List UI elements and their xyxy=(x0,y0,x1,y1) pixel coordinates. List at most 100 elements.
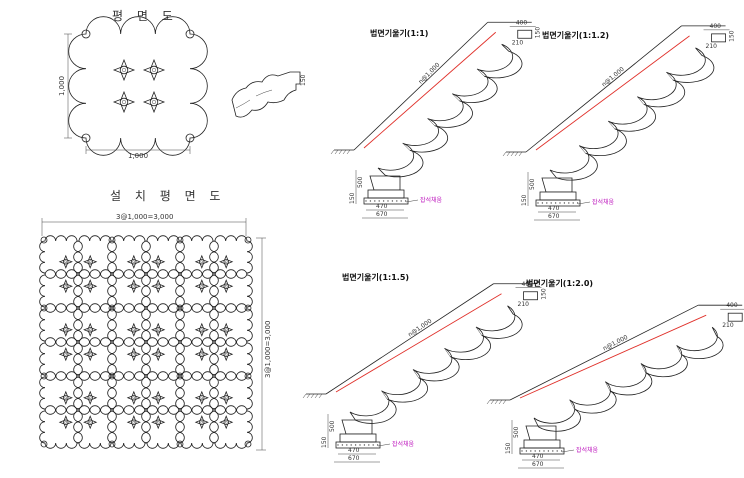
install-plan: 설 치 평 면 도 3@1,000=3,000 3@1,000=3,000 xyxy=(39,189,272,451)
anchor-core xyxy=(200,328,204,332)
top-height-label: 150 xyxy=(541,288,548,300)
block-joint xyxy=(666,72,674,81)
top-width-label: 400 xyxy=(516,19,528,26)
rubble-dot xyxy=(350,444,352,446)
install-dim-horizontal: 3@1,000=3,000 xyxy=(116,213,173,221)
ground-hatch xyxy=(306,393,311,399)
plan-dim-vertical: 1,000 xyxy=(58,76,66,96)
install-block xyxy=(175,303,253,381)
anchor-core xyxy=(200,284,204,288)
block-joint xyxy=(412,369,419,378)
anchor-core xyxy=(88,420,92,424)
anchor-mark xyxy=(126,322,141,337)
anchor-hole xyxy=(87,419,93,425)
rubble-dot xyxy=(541,202,544,204)
rubble-dot xyxy=(521,450,523,452)
anchor-mark xyxy=(112,90,136,114)
anchor-mark xyxy=(151,279,166,294)
rubble-dot xyxy=(546,202,548,204)
anchor-core xyxy=(88,260,92,264)
install-block xyxy=(107,235,185,313)
joint-clip xyxy=(40,304,48,312)
rubble-dot xyxy=(365,200,367,202)
base-w1-label: 470 xyxy=(376,203,388,210)
anchor-hole xyxy=(223,259,229,265)
plan-block-outline xyxy=(68,16,208,156)
design-line xyxy=(363,31,497,149)
rubble-dot xyxy=(537,202,539,204)
rubble-dot xyxy=(400,200,402,202)
anchor-hole xyxy=(87,259,93,265)
ground-hatch xyxy=(510,151,515,157)
anchor-mark xyxy=(58,279,73,294)
anchor-core xyxy=(156,420,160,424)
anchor-hole xyxy=(119,97,129,107)
top-height-label: 150 xyxy=(535,27,542,39)
base-height2-label: 150 xyxy=(349,192,356,204)
anchor-core xyxy=(156,260,160,264)
anchor-mark xyxy=(83,322,98,337)
rubble-dot xyxy=(563,202,566,204)
top-cap xyxy=(523,291,538,301)
install-plan-title: 설 치 평 면 도 xyxy=(110,189,225,203)
base-height2-label: 150 xyxy=(521,194,528,206)
block-joint xyxy=(402,143,410,151)
anchor-core xyxy=(200,396,204,400)
anchor-mark xyxy=(58,415,73,430)
top-cap xyxy=(517,29,533,39)
joint-clip xyxy=(108,440,116,448)
anchor-mark xyxy=(151,415,166,430)
anchor-hole xyxy=(131,259,137,265)
foundation-concrete xyxy=(523,439,561,449)
block-joint xyxy=(475,326,482,336)
slope-surface xyxy=(509,304,699,401)
anchor-hole xyxy=(199,283,205,289)
slope-title: 법면기울기(1:1) xyxy=(370,28,428,38)
anchor-core xyxy=(224,396,228,400)
anchor-mark xyxy=(83,254,98,269)
anchor-core xyxy=(121,99,127,105)
anchor-hole xyxy=(63,283,69,289)
rubble-dot xyxy=(354,444,357,446)
ground-hatch xyxy=(342,149,347,155)
anchor-mark xyxy=(58,390,73,405)
anchor-hole xyxy=(223,351,229,357)
corner-clip xyxy=(81,133,91,143)
ground-hatch xyxy=(502,151,507,157)
design-line xyxy=(535,35,690,151)
anchor-hole xyxy=(131,419,137,425)
block-layer xyxy=(377,43,523,178)
joint-clip xyxy=(176,372,184,380)
anchor-mark xyxy=(194,254,209,269)
install-sub-unit xyxy=(209,405,253,449)
ground-hatch xyxy=(498,399,503,405)
anchor-hole xyxy=(131,283,137,289)
corner-clip xyxy=(185,133,195,143)
anchor-core xyxy=(200,260,204,264)
ground-hatch xyxy=(518,151,523,157)
toe-block xyxy=(341,419,373,435)
rubble-dot xyxy=(341,444,344,446)
rubble-bed xyxy=(535,199,581,207)
rubble-dot xyxy=(538,450,541,452)
base-height1-label: 500 xyxy=(357,176,364,188)
base-w2-label: 670 xyxy=(548,213,560,220)
rubble-dot xyxy=(560,450,563,452)
anchor-hole xyxy=(199,351,205,357)
rubble-dot xyxy=(359,444,361,446)
anchor-mark xyxy=(58,322,73,337)
corner-clip xyxy=(81,29,91,39)
rubble-bed xyxy=(363,197,409,205)
rubble-dot xyxy=(525,450,528,452)
foundation-concrete xyxy=(367,189,405,199)
top-small-label: 210 xyxy=(706,43,718,50)
slope-section-2: 법면기울기(1:1.2)n@1,000400150210500150470670… xyxy=(502,23,736,221)
anchor-mark xyxy=(219,390,234,405)
joint-clip xyxy=(244,304,252,312)
install-dim-vertical: 3@1,000=3,000 xyxy=(264,321,272,378)
anchor-core xyxy=(121,67,127,73)
rubble-dot xyxy=(374,200,376,202)
anchor-hole xyxy=(131,351,137,357)
anchor-core xyxy=(151,99,157,105)
anchor-hole xyxy=(63,419,69,425)
